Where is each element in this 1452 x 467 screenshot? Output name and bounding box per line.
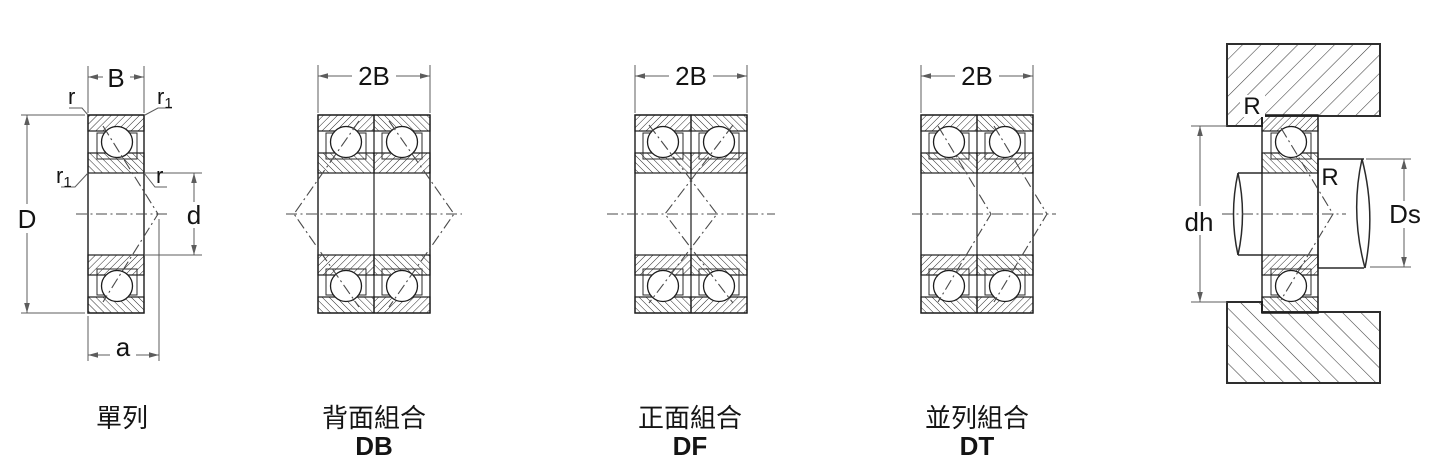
- dt-arrangement-diagram: 2B: [912, 61, 1056, 314]
- dim-label-d: d: [187, 200, 201, 230]
- housing-bottom: [1226, 301, 1381, 384]
- contact-angle-line: [1280, 127, 1334, 301]
- caption-df: 正面組合: [638, 403, 742, 433]
- code-dt: DT: [960, 431, 995, 461]
- fillet-label-housing: R: [1243, 93, 1260, 120]
- arrow: [149, 352, 159, 358]
- chamfer-label-r1-top-right: r1: [157, 84, 173, 112]
- bearing-bottom-half: [87, 254, 145, 314]
- arrow: [1023, 73, 1033, 79]
- arrow: [88, 352, 98, 358]
- dim-label-dh: dh: [1185, 207, 1214, 237]
- arrow: [921, 73, 931, 79]
- db-arrangement-diagram: 2B: [286, 61, 462, 314]
- arrow: [737, 73, 747, 79]
- arrow: [24, 303, 30, 313]
- bearing-top-half: [1261, 114, 1319, 174]
- shaft: [1232, 158, 1371, 269]
- contact-angle-line: [648, 124, 718, 304]
- fillet-label-shaft: R: [1321, 164, 1338, 191]
- dim-label-B: B: [107, 63, 124, 93]
- arrow: [318, 73, 328, 79]
- label-mask: [1182, 206, 1216, 235]
- label-mask: [182, 202, 207, 228]
- label-mask: [1240, 95, 1265, 117]
- contact-angle-line: [388, 120, 455, 308]
- arrow: [1197, 126, 1203, 136]
- shaft-break-left: [1232, 172, 1239, 256]
- dim-label-a: a: [116, 332, 131, 362]
- arrow: [1197, 292, 1203, 302]
- contact-angle-line: [102, 125, 159, 303]
- shaft-break-right: [1355, 158, 1366, 269]
- dim-label-2B-dt: 2B: [961, 61, 993, 91]
- contact-angle-line: [293, 120, 360, 308]
- arrow: [1401, 159, 1407, 169]
- chamfer-label-r1-mid-left: r1: [56, 163, 72, 191]
- chamfer-leaders: [61, 107, 172, 188]
- caption-db: 背面組合: [322, 403, 426, 433]
- arrow: [191, 173, 197, 183]
- bearing-bottom-half: [1261, 254, 1319, 314]
- caption-dt: 並列組合: [925, 403, 1029, 433]
- arrow: [88, 74, 98, 80]
- arrow: [24, 115, 30, 125]
- chamfer-label-r-top-left: r: [68, 84, 75, 109]
- dim-label-2B-db: 2B: [358, 61, 390, 91]
- contact-angle-line: [937, 125, 992, 303]
- caption-single: 單列: [96, 403, 148, 433]
- arrow: [191, 245, 197, 255]
- shaft-break-right2: [1361, 158, 1371, 269]
- arrow: [134, 74, 144, 80]
- label-mask: [1386, 201, 1425, 228]
- label-mask: [669, 62, 713, 88]
- mounting-diagram: dh Ds R R: [1182, 43, 1425, 384]
- captions: 單列 背面組合 DB 正面組合 DF 並列組合 DT: [96, 403, 1029, 461]
- label-mask: [13, 204, 41, 233]
- code-db: DB: [355, 431, 393, 461]
- bearing-top-half: [87, 114, 145, 174]
- single-row-diagram: B D d a: [13, 63, 207, 362]
- label-mask: [110, 339, 136, 358]
- shaft-break-left2: [1237, 172, 1244, 256]
- dim-label-D: D: [18, 204, 37, 234]
- label-mask: [955, 62, 999, 88]
- df-arrangement-diagram: 2B: [607, 61, 775, 314]
- dim-label-2B-df: 2B: [675, 61, 707, 91]
- label-mask: [352, 62, 396, 88]
- contact-angle-line: [993, 125, 1048, 303]
- dim-label-Ds: Ds: [1389, 199, 1421, 229]
- arrow: [420, 73, 430, 79]
- arrow: [1401, 257, 1407, 267]
- chamfer-label-r-mid-right: r: [156, 163, 163, 188]
- code-df: DF: [673, 431, 708, 461]
- contact-angle-line: [664, 124, 734, 304]
- label-mask: [103, 63, 130, 89]
- arrow: [635, 73, 645, 79]
